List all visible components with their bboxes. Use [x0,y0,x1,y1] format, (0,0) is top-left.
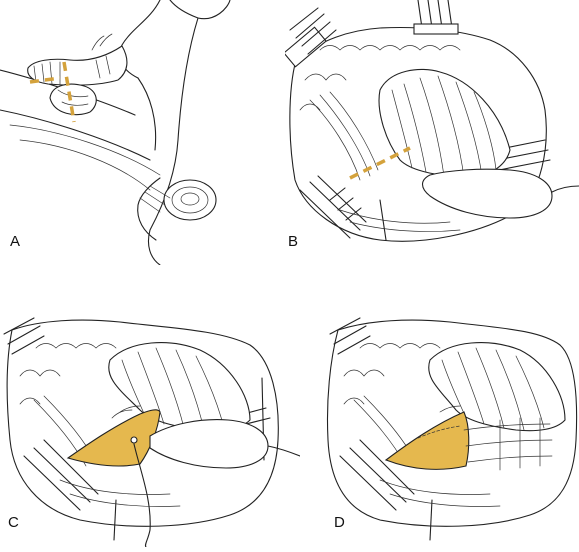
panel-a [0,0,231,265]
incision-line [29,76,61,84]
muscle-striation [19,139,151,191]
incision-line [349,146,411,180]
torso-contour [147,17,199,265]
panel-label-b: B [288,233,298,250]
circular-structure [163,179,217,221]
fat-lobules [319,45,461,51]
rotation-flap [66,409,161,467]
expander-sac [149,419,269,469]
muscle-flap [108,342,251,432]
panel-c [3,317,300,547]
retracted-tissue [27,45,128,86]
wound-edge [6,319,279,527]
retractor-bottom-left [23,439,99,511]
expander-sac [421,168,553,219]
fat-lobules [35,343,117,349]
suture-thread [133,443,151,547]
panel-label-c: C [8,514,19,531]
thigh-line [0,109,151,161]
retractor-top-right [413,0,459,35]
muscle-flap [378,68,511,179]
suture-line [417,425,461,439]
muscle-flap [428,342,566,432]
retractor-top-left [329,317,371,355]
panel-label-a: A [10,233,20,250]
panel-b [285,0,579,242]
shoulder-contour [169,0,231,20]
gluteal-fold [137,77,157,151]
lower-contour [137,177,161,241]
panel-label-d: D [334,514,345,531]
retractor-top-left [285,7,337,68]
retractor-bottom-left [299,175,367,239]
fat-lobules [359,343,441,349]
back-contour [119,0,161,79]
retractor-top-left [3,317,45,355]
rotation-flap [384,411,470,470]
muscle-striation [9,124,161,176]
panel-d [326,317,578,541]
retractor-bottom-left [339,439,415,511]
muscle-fibers-left [309,91,379,181]
tissue-roll [49,83,97,116]
wound-edge [326,319,578,527]
incision-line [62,61,76,123]
